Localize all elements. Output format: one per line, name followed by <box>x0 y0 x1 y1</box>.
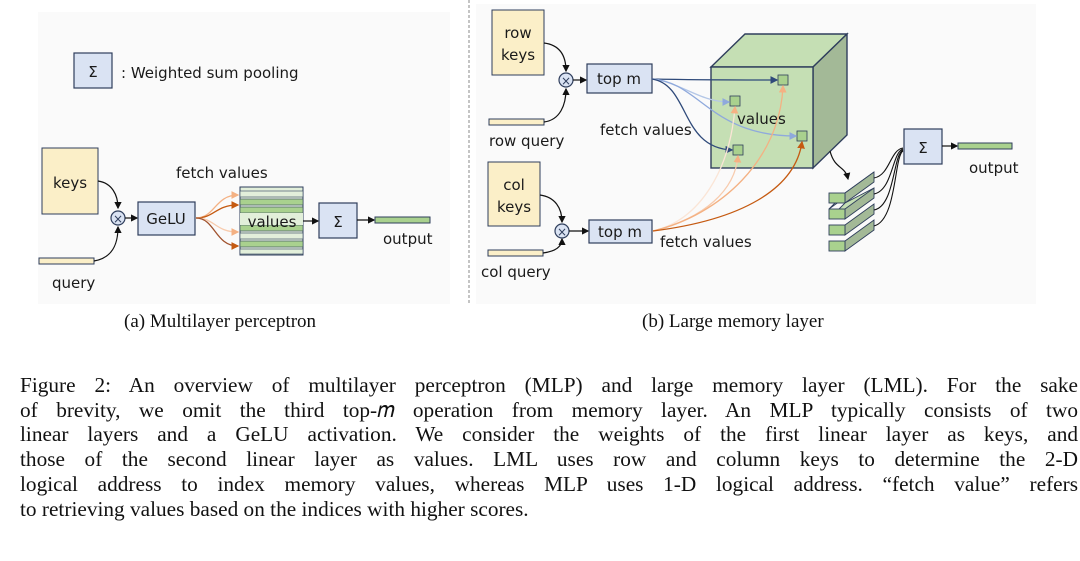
row-query-vector <box>488 118 545 126</box>
selected-value-cell <box>732 144 744 156</box>
col-keys-label-line2: keys <box>497 198 531 216</box>
values-label: values <box>248 213 297 231</box>
lml-sum-pooling-symbol: Σ <box>918 139 927 157</box>
col-query-label: col query <box>481 263 551 281</box>
selected-value-cell <box>777 74 789 86</box>
col-keys-box <box>487 161 541 227</box>
row-fetch-values-label: fetch values <box>600 121 692 139</box>
retrieved-values-stack <box>828 171 875 252</box>
gelu-box <box>137 201 196 236</box>
lml-output-label: output <box>969 159 1019 177</box>
selected-value-cell <box>796 130 808 142</box>
legend-text: : Weighted sum pooling <box>121 64 299 82</box>
sum-pooling-symbol: Σ <box>333 213 342 231</box>
figure-diagram: Σ : Weighted sum pooling keys query × Ge… <box>38 0 1019 305</box>
caption-line: those of the second linear layer as valu… <box>20 447 1078 472</box>
caption-line: to retrieving values based on the indice… <box>20 496 529 521</box>
keys-label: keys <box>53 174 87 192</box>
memory-values-cube <box>709 32 849 170</box>
figure-caption: Figure 2: An overview of multilayer perc… <box>20 373 1078 521</box>
panel-b-lml: row keys row query × top m fetch values … <box>481 9 1019 281</box>
output-label: output <box>383 230 433 248</box>
caption-line: linear layers and a GeLU activation. We … <box>20 422 1078 447</box>
row-top-m-label: top m <box>597 70 641 88</box>
gelu-label: GeLU <box>146 210 185 228</box>
panel-a-mlp: Σ : Weighted sum pooling keys query × Ge… <box>38 52 433 292</box>
values-matrix <box>239 186 304 256</box>
col-keys-label-line1: col <box>503 176 525 194</box>
col-top-m-label: top m <box>598 223 642 241</box>
caption-line: Figure 2: An overview of multilayer perc… <box>20 373 1078 397</box>
selected-value-cell <box>729 95 741 107</box>
query-label: query <box>52 274 95 292</box>
col-query-vector <box>487 249 544 257</box>
query-vector <box>38 257 95 265</box>
subfigure-b-caption: (b) Large memory layer <box>642 311 824 332</box>
row-keys-box <box>491 9 545 76</box>
col-fetch-values-label: fetch values <box>660 233 752 251</box>
row-query-label: row query <box>489 132 564 150</box>
legend-sum-box <box>73 52 113 89</box>
row-top-m-box <box>586 63 653 94</box>
subfigure-a-caption: (a) Multilayer perceptron <box>124 311 317 332</box>
legend-sum-symbol: Σ <box>88 63 97 81</box>
caption-line: of brevity, we omit the third top-𝑚 oper… <box>20 397 1078 422</box>
lml-sum-pooling-box <box>903 128 943 165</box>
fetch-values-label: fetch values <box>176 164 268 182</box>
cube-values-label: values <box>737 110 786 128</box>
row-multiply-icon: × <box>561 74 571 88</box>
row-keys-label-line2: keys <box>501 46 535 64</box>
output-vector <box>374 216 431 224</box>
col-top-m-box <box>588 219 653 244</box>
multiply-icon: × <box>113 212 123 226</box>
lml-output-vector <box>957 142 1013 150</box>
row-keys-label-line1: row <box>504 24 531 42</box>
col-multiply-icon: × <box>557 225 567 239</box>
caption-line: logical address to index memory values, … <box>20 471 1078 496</box>
